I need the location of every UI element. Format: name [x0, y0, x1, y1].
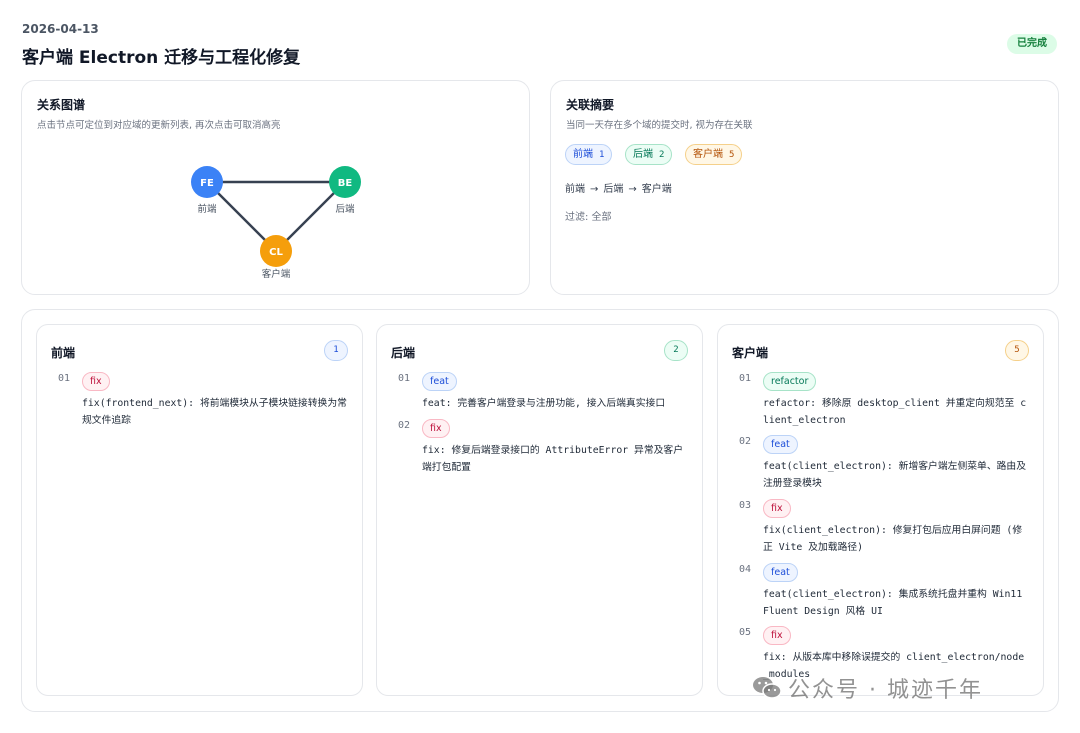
status-badge: 已完成 — [1007, 34, 1057, 54]
entry-index: 02 — [739, 436, 752, 447]
node-label-cl: 客户端 — [262, 268, 291, 280]
pill-count: 2 — [659, 150, 665, 160]
column-title: 客户端 — [732, 346, 769, 360]
watermark-text: 公众号 · 城迹千年 — [788, 678, 983, 703]
edge-fe-cl — [206, 181, 277, 252]
flow-item: 客户端 — [641, 184, 672, 195]
column-title: 前端 — [51, 346, 76, 360]
node-code-fe: FE — [200, 178, 214, 189]
summary-pill-frontend[interactable]: 前端 1 — [565, 144, 613, 165]
page-title: 客户端 Electron 迁移与工程化修复 — [22, 48, 301, 68]
commit-message: refactor: 移除原 desktop_client 并重定向规范至 cli… — [763, 398, 1027, 426]
column-title: 后端 — [391, 346, 416, 360]
entry-index: 01 — [398, 373, 411, 384]
arrow-right-icon: → — [590, 184, 599, 195]
commit-message: fix(frontend_next): 将前端模块从子模块链接转换为常规文件追踪 — [82, 398, 347, 426]
entry-index: 01 — [739, 373, 752, 384]
column-client: 客户端 5 01 refactor refactor: 移除原 desktop_… — [717, 324, 1044, 696]
tag-badge: feat — [422, 372, 457, 391]
graph-subtitle: 点击节点可定位到对应域的更新列表, 再次点击可取消高亮 — [37, 120, 281, 131]
list-item[interactable]: 02 feat feat(client_electron): 新增客户端左侧菜单… — [739, 435, 1029, 495]
commit-message: feat(client_electron): 新增客户端左侧菜单、路由及注册登录… — [763, 461, 1027, 489]
tag-badge: feat — [763, 435, 798, 454]
commit-message: fix: 从版本库中移除误提交的 client_electron/node_mo… — [763, 652, 1025, 680]
arrow-right-icon: → — [628, 184, 637, 195]
flow-item: 后端 — [603, 184, 624, 195]
tag-badge: fix — [82, 372, 110, 391]
entry-index: 03 — [739, 500, 752, 511]
commit-message: feat: 完善客户端登录与注册功能, 接入后端真实接口 — [422, 398, 666, 409]
column-count-badge: 1 — [324, 340, 348, 361]
graph-node-fe[interactable]: FE 前端 — [191, 166, 223, 215]
tag-badge: fix — [422, 419, 450, 438]
list-item[interactable]: 04 feat feat(client_electron): 集成系统托盘并重构… — [739, 563, 1029, 623]
column-count-badge: 2 — [664, 340, 688, 361]
pill-count: 5 — [729, 150, 735, 160]
relation-summary-card: 关联摘要 当同一天存在多个域的提交时, 视为存在关联 — [550, 80, 1059, 295]
tag-badge: fix — [763, 499, 791, 518]
relation-flow: 前端 → 后端 → 客户端 — [565, 180, 672, 195]
node-code-be: BE — [338, 178, 353, 189]
wechat-icon — [753, 677, 782, 699]
column-backend: 后端 2 01 feat feat: 完善客户端登录与注册功能, 接入后端真实接… — [376, 324, 703, 696]
watermark: 公众号 · 城迹千年 — [752, 672, 1052, 708]
filter-status: 过滤: 全部 — [565, 212, 612, 223]
commit-message: fix: 修复后端登录接口的 AttributeError 异常及客户端打包配置 — [422, 445, 684, 473]
list-item[interactable]: 03 fix fix(client_electron): 修复打包后应用白屏问题… — [739, 499, 1029, 559]
graph-node-be[interactable]: BE 后端 — [329, 166, 361, 215]
relation-graph: FE 前端 BE 后端 CL 客户端 — [191, 166, 361, 280]
entry-index: 05 — [739, 627, 752, 638]
entry-index: 04 — [739, 564, 752, 575]
commit-message: feat(client_electron): 集成系统托盘并重构 Win11 F… — [763, 589, 1023, 617]
tag-badge: refactor — [763, 372, 817, 391]
node-code-cl: CL — [269, 247, 283, 258]
pill-label: 前端 — [573, 149, 593, 160]
edge-be-cl — [275, 181, 346, 252]
summary-pill-backend[interactable]: 后端 2 — [625, 144, 673, 165]
page-header: 2026-04-13 客户端 Electron 迁移与工程化修复 已完成 — [22, 20, 1058, 70]
pill-count: 1 — [599, 150, 605, 160]
pill-label: 客户端 — [693, 149, 723, 160]
flow-item: 前端 — [565, 184, 585, 195]
column-frontend: 前端 1 01 fix fix(frontend_next): 将前端模块从子模… — [36, 324, 363, 696]
graph-node-cl[interactable]: CL 客户端 — [260, 235, 292, 280]
list-item[interactable]: 02 fix fix: 修复后端登录接口的 AttributeError 异常及… — [398, 419, 688, 479]
list-item[interactable]: 05 fix fix: 从版本库中移除误提交的 client_electron/… — [739, 626, 1029, 686]
tag-badge: feat — [763, 563, 798, 582]
summary-subtitle: 当同一天存在多个域的提交时, 视为存在关联 — [566, 120, 753, 131]
node-label-fe: 前端 — [197, 203, 217, 215]
column-count-badge: 5 — [1005, 340, 1029, 361]
summary-title: 关联摘要 — [566, 98, 615, 112]
list-item[interactable]: 01 fix fix(frontend_next): 将前端模块从子模块链接转换… — [58, 372, 348, 432]
summary-pill-client[interactable]: 客户端 5 — [685, 144, 743, 165]
tag-badge: fix — [763, 626, 791, 645]
relation-graph-card: 关系图谱 点击节点可定位到对应域的更新列表, 再次点击可取消高亮 FE 前端 B… — [21, 80, 530, 295]
list-item[interactable]: 01 refactor refactor: 移除原 desktop_client… — [739, 372, 1029, 432]
date-label: 2026-04-13 — [22, 22, 99, 36]
entry-index: 01 — [58, 373, 71, 384]
node-label-be: 后端 — [335, 203, 355, 215]
list-item[interactable]: 01 feat feat: 完善客户端登录与注册功能, 接入后端真实接口 — [398, 372, 688, 416]
graph-title: 关系图谱 — [37, 98, 86, 112]
commit-message: fix(client_electron): 修复打包后应用白屏问题 (修正 Vi… — [763, 525, 1023, 553]
pill-label: 后端 — [633, 149, 653, 160]
entry-index: 02 — [398, 420, 411, 431]
